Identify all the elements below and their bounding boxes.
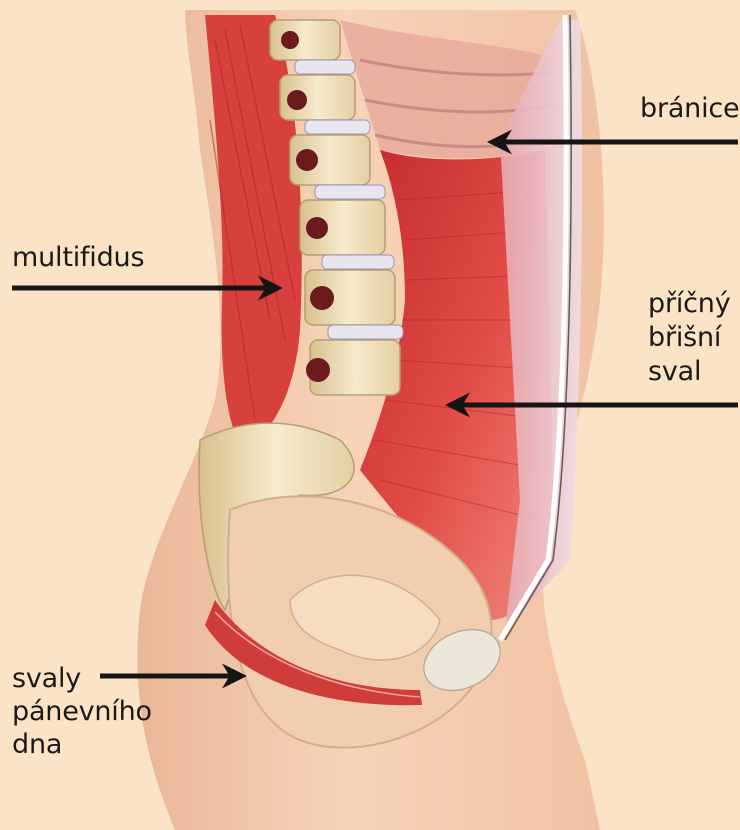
label-branice-text: bránice [640,93,739,124]
label-branice: bránice [640,93,739,124]
label-pricny-line-2: břišní [648,321,730,355]
label-pricny-bricni-sval: příčný břišní sval [648,287,730,389]
label-multifidus: multifidus [12,242,144,273]
label-pricny-line-3: sval [648,355,730,389]
label-svaly-panevniho-dna: svaly pánevního dna [12,662,152,761]
label-multifidus-text: multifidus [12,242,144,273]
label-svaly-line-2: pánevního [12,695,152,728]
label-svaly-line-1: svaly [12,662,152,695]
label-pricny-line-1: příčný [648,287,730,321]
label-svaly-line-3: dna [12,728,152,761]
